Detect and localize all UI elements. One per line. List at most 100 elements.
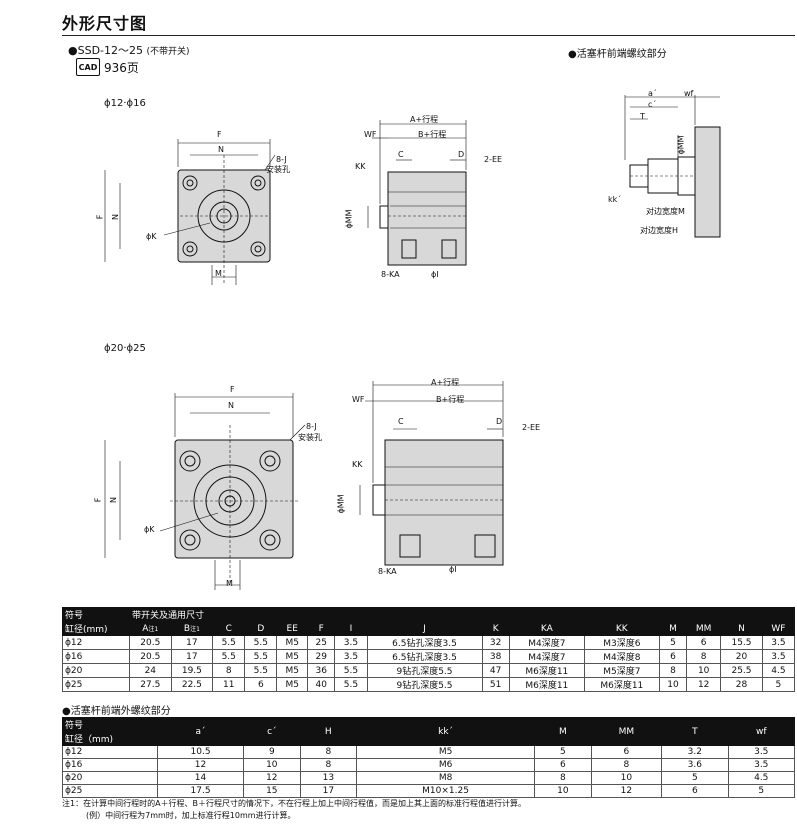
table-cell: M6深度11 <box>508 677 585 692</box>
table-cell: M10×1.25 <box>356 784 536 798</box>
cad-reference[interactable]: CAD 936页 <box>76 58 139 76</box>
dim-K-large: ϕK <box>144 525 155 534</box>
table-cell: 22.5 <box>170 677 214 692</box>
table-cell: 38 <box>481 649 510 664</box>
table-cell: 20.5 <box>129 649 172 664</box>
table-cell: 5.5 <box>244 663 278 678</box>
piston-thread-drawing <box>624 95 721 238</box>
cad-icon: CAD <box>76 58 100 76</box>
front-view-small-drawing <box>104 139 276 285</box>
dim-I-small: ϕI <box>431 270 439 279</box>
table-cell: 10 <box>658 677 688 692</box>
dim-M-large: M <box>226 579 233 588</box>
table-cell: 10.5 <box>156 745 245 759</box>
table-cell: 3.5 <box>334 649 368 664</box>
table-cell: 3.5 <box>761 649 796 664</box>
table-cell: 10 <box>534 784 592 798</box>
table-cell: 27.5 <box>129 677 172 692</box>
table-cell: 15.5 <box>720 635 763 650</box>
dim-B-small: B+行程 <box>418 130 447 139</box>
size-label-large: ϕ20·ϕ25 <box>104 343 146 354</box>
table-cell: 11 <box>212 677 246 692</box>
table-cell: 28 <box>720 677 763 692</box>
table-cell: 5.5 <box>244 649 278 664</box>
side-view-small-drawing <box>367 120 467 266</box>
table-cell: 10 <box>243 758 301 772</box>
table-cell: 25.5 <box>720 663 763 678</box>
table1-col-I: I <box>334 621 368 636</box>
footnote-1: 注1：在计算中间行程时的A＋行程、B＋行程尺寸的情况下，不在行程上加上中间行程值… <box>62 799 527 808</box>
table-cell: 5 <box>661 771 729 785</box>
table-cell: M4深度7 <box>508 649 585 664</box>
table-cell: M4深度7 <box>508 635 585 650</box>
table-cell: 3.5 <box>334 635 368 650</box>
table1-header-group: 带开关及通用尺寸 <box>129 607 795 622</box>
dim-J-small: 8-J <box>276 155 287 164</box>
dim-KA-large: 8-KA <box>378 567 397 576</box>
table-cell: 5.5 <box>334 663 368 678</box>
table1-col-A: A注1 <box>129 621 172 636</box>
table-cell: 3.6 <box>661 758 729 772</box>
table-cell: 29 <box>307 649 336 664</box>
series-heading: ●SSD-12～25 (不带开关) <box>68 42 190 58</box>
table-cell: 12 <box>156 758 245 772</box>
series-label: ●SSD-12～25 <box>68 44 143 57</box>
footnote-example: (例）中间行程为7mm时，加上标准行程10mm进行计算。 <box>86 811 296 820</box>
table-cell: 5.5 <box>334 677 368 692</box>
table1-col-N: N <box>720 621 763 636</box>
table1-col-F: F <box>307 621 336 636</box>
table-cell: 5.5 <box>212 635 246 650</box>
dim-J-large: 8-J <box>306 422 317 431</box>
dim-I-large: ϕI <box>449 565 457 574</box>
table-cell: 10 <box>686 663 722 678</box>
table2-col-H: H <box>299 717 358 746</box>
footnotes: 注1：在计算中间行程时的A＋行程、B＋行程尺寸的情况下，不在行程上加上中间行程值… <box>62 798 526 822</box>
dim-A-small: A+行程 <box>410 115 439 124</box>
table2-col-T: T <box>661 717 729 746</box>
series-note: (不带开关) <box>146 47 190 57</box>
dimension-table-general: 符号 带开关及通用尺寸 缸径(mm) A注1 B注1 C D EE F I J … <box>62 607 796 692</box>
dim-C-large: C <box>398 417 404 426</box>
dim-N-small: N <box>218 145 224 154</box>
table-cell: 6.5钻孔深度3.5 <box>366 649 483 664</box>
table-cell: 6 <box>661 784 729 798</box>
table-cell: 5.5 <box>212 649 246 664</box>
dim-K-small: ϕK <box>146 232 157 241</box>
table-cell: 8 <box>686 649 722 664</box>
thread-section-title: ●活塞杆前端外螺纹部分 <box>62 706 171 717</box>
table2-col-M: M <box>534 717 592 746</box>
table-cell: 4.5 <box>761 663 796 678</box>
table-cell: 8 <box>212 663 246 678</box>
dim-N-side-small: N <box>110 214 120 220</box>
table-cell: 6 <box>658 649 688 664</box>
table-cell: M5 <box>276 663 309 678</box>
bore-cell: ϕ25 <box>62 677 130 692</box>
table-cell: 17.5 <box>156 784 245 798</box>
bore-cell: ϕ12 <box>62 635 130 650</box>
table1-col-M: M <box>658 621 688 636</box>
table-cell: 8 <box>590 758 663 772</box>
table-cell: M5 <box>276 635 309 650</box>
table-cell: 40 <box>307 677 336 692</box>
table-cell: 5 <box>658 635 688 650</box>
table1-col-D: D <box>244 621 278 636</box>
dim-F-side-small: F <box>95 214 105 220</box>
dim-F-large: F <box>230 385 235 394</box>
dim-F-side-large: F <box>93 497 103 503</box>
bore-cell: ϕ16 <box>62 649 130 664</box>
dim-width-h: 对边宽度H <box>640 226 679 235</box>
title-divider <box>62 35 795 36</box>
table2-header-bore: 缸径（mm) <box>62 731 158 746</box>
table-cell: 9钻孔深度5.5 <box>366 663 483 678</box>
table-cell: 17 <box>170 649 214 664</box>
dim-C-small: C <box>398 150 404 159</box>
dim-F-small: F <box>217 130 222 139</box>
table-cell: M5 <box>356 745 536 759</box>
table-cell: 32 <box>481 635 510 650</box>
bore-cell: ϕ20 <box>62 663 130 678</box>
